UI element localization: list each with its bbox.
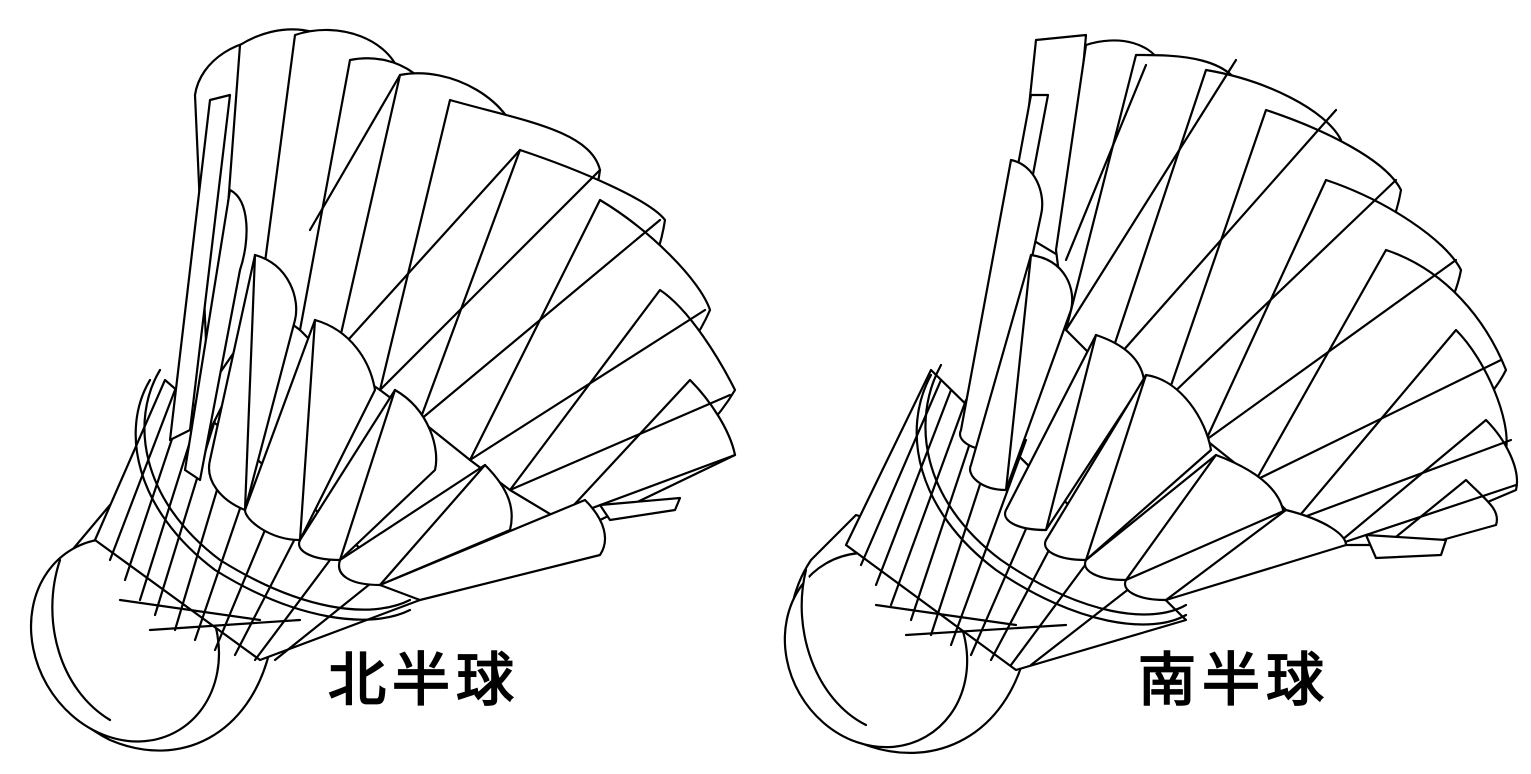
label-north: 北半球 [328, 646, 521, 714]
shuttlecock-panel-north: 北半球 [0, 0, 765, 774]
feathers-front [958, 93, 1448, 602]
shuttlecock-north-drawing [29, 28, 737, 752]
label-south: 南半球 [1138, 646, 1331, 714]
feathers-front [168, 93, 682, 602]
thread-ring [915, 363, 1188, 626]
thread-ring [134, 368, 412, 621]
shuttlecock-south-drawing [783, 33, 1519, 754]
shuttlecock-panel-south: 南半球 [766, 0, 1531, 774]
